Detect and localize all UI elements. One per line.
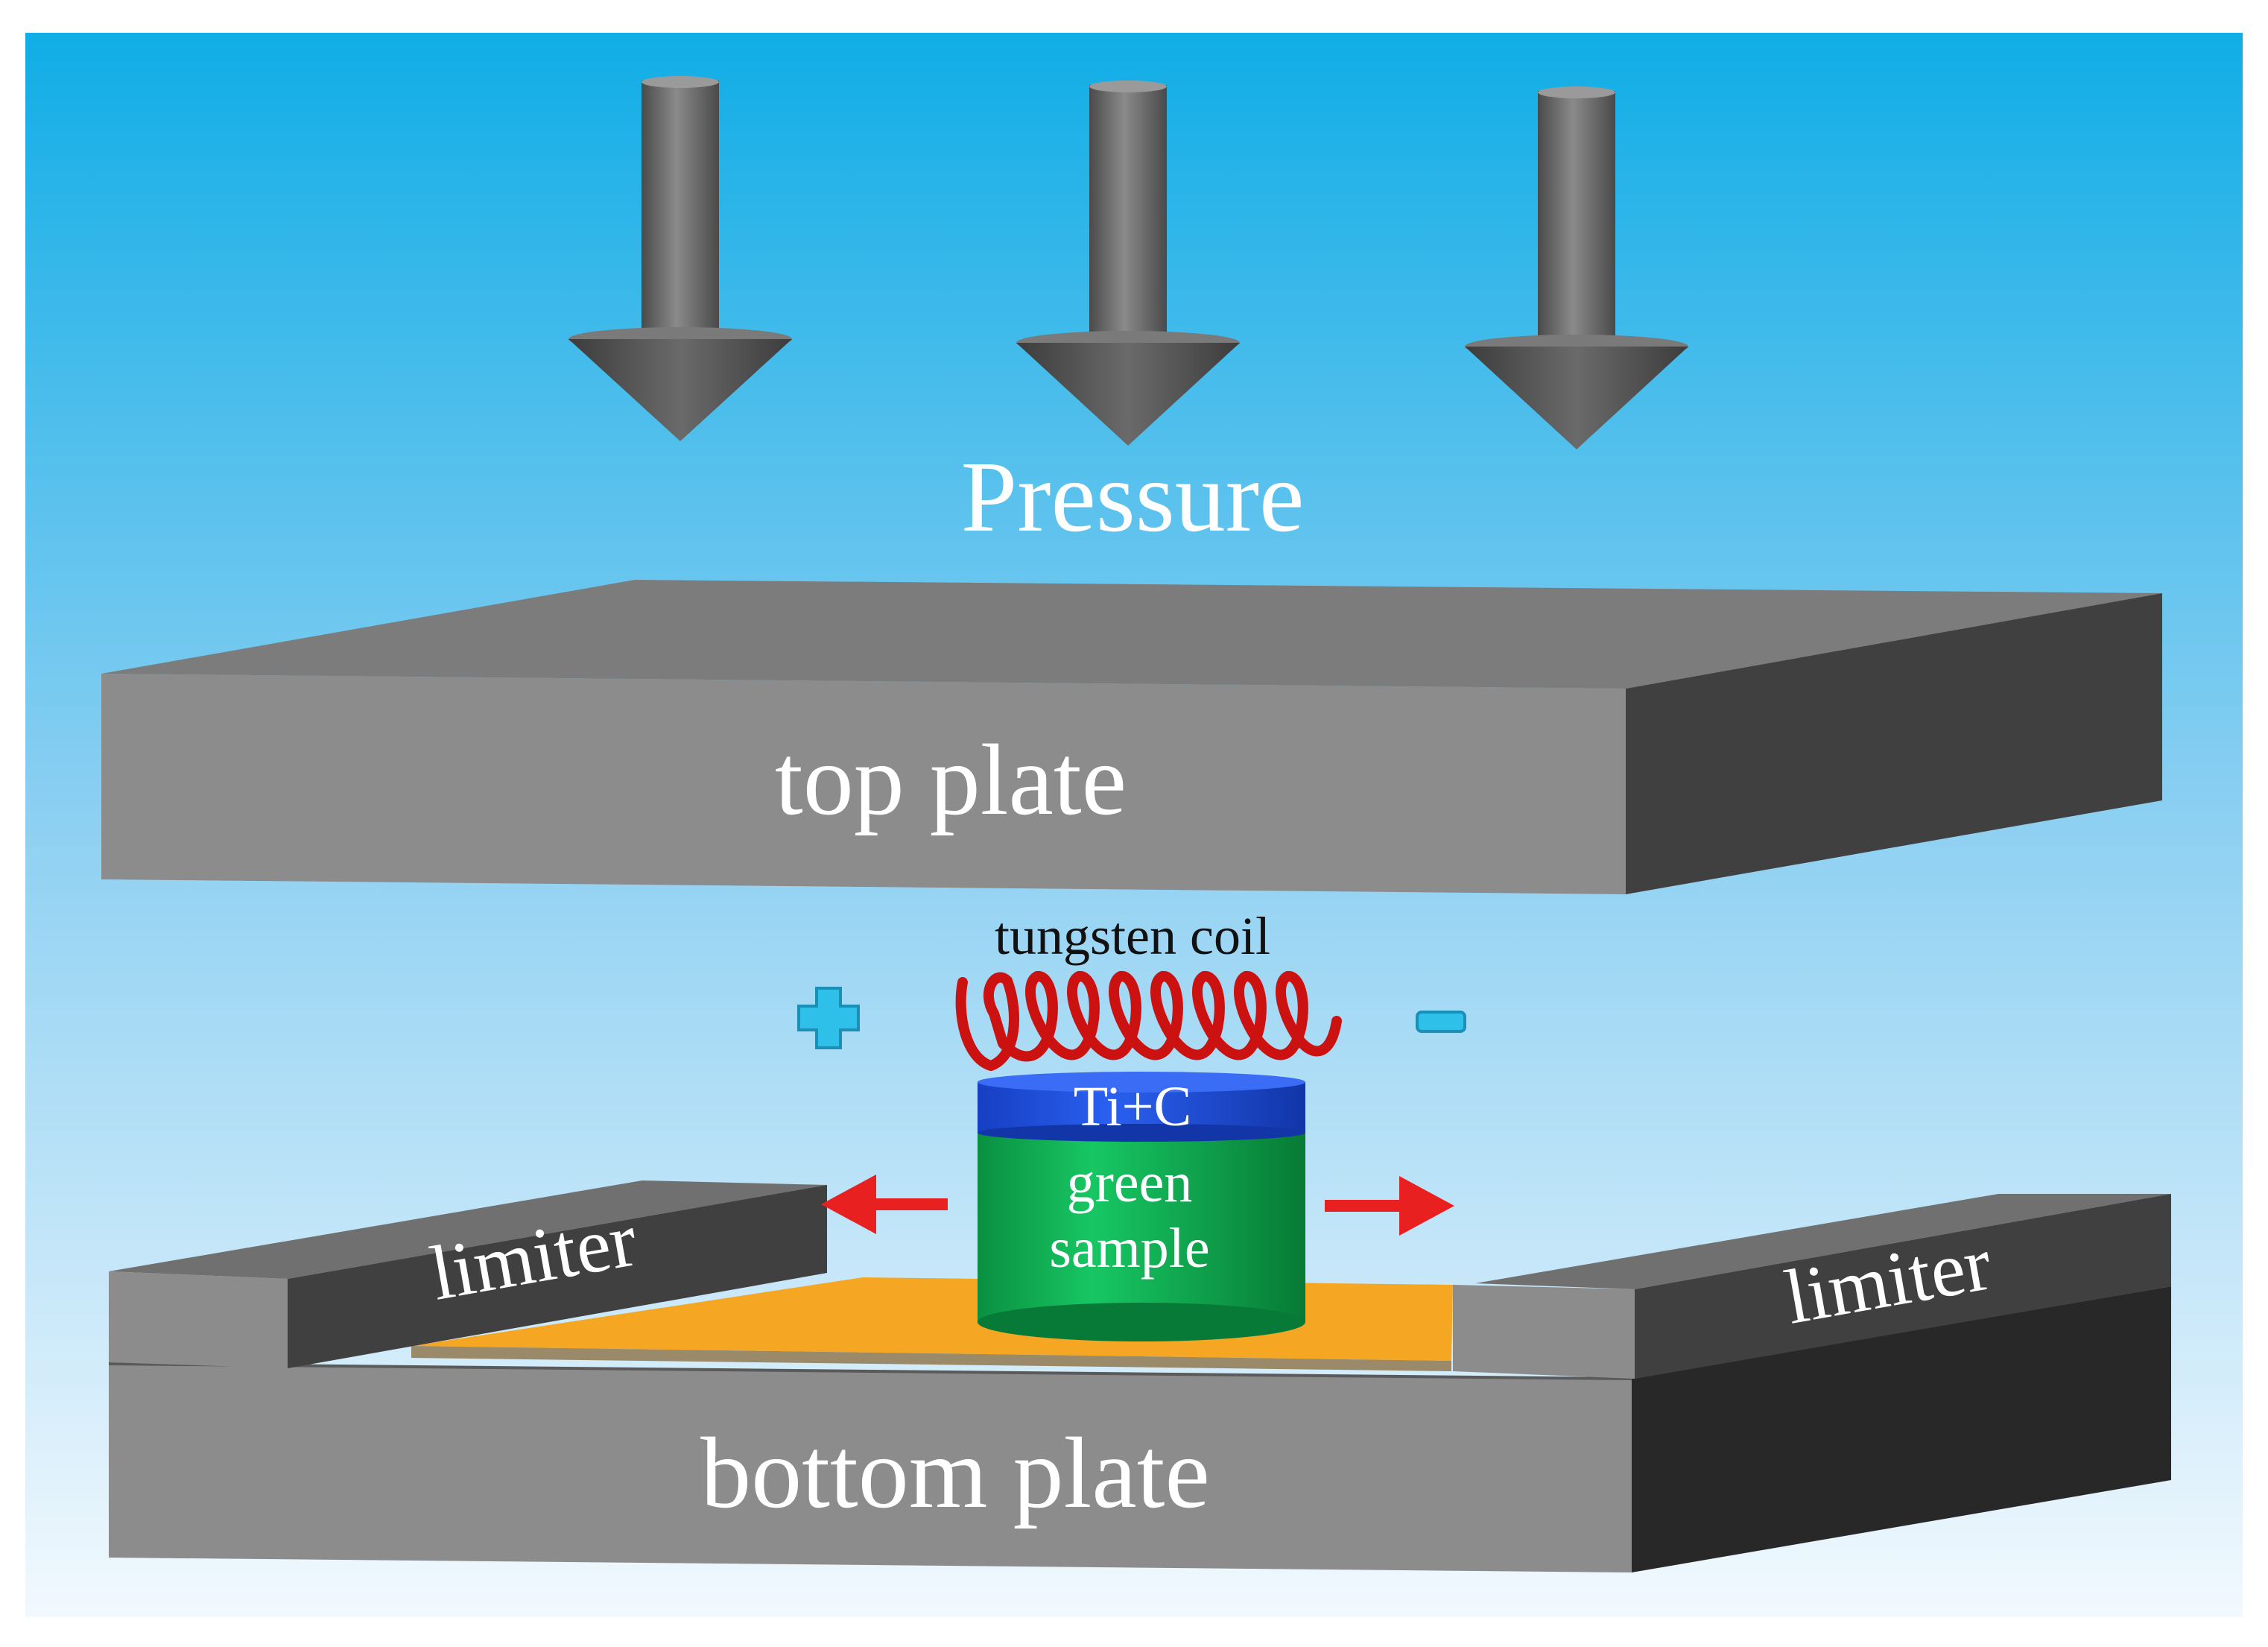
top-plate-label: top plate bbox=[775, 724, 1127, 836]
limiter-right-top-face bbox=[1475, 1194, 2171, 1289]
ti-c-label: Ti+C bbox=[1074, 1075, 1191, 1138]
green-sample-label-line2: sample bbox=[1049, 1217, 1209, 1280]
top-plate-top-face bbox=[101, 580, 2162, 689]
ti-c-layer: Ti+C bbox=[978, 1072, 1305, 1142]
top-plate-front-face bbox=[101, 674, 1626, 894]
plus-icon: + bbox=[797, 987, 860, 1049]
limiter-left: limiter bbox=[109, 1180, 827, 1368]
pressure-label: Pressure bbox=[961, 441, 1305, 553]
bottom-plate-front-face bbox=[109, 1364, 1632, 1572]
limiter-right: limiter bbox=[1453, 1194, 2171, 1379]
limiter-right-front-face bbox=[1453, 1285, 1635, 1379]
green-sample: green sample bbox=[978, 1133, 1305, 1341]
green-sample-label-line1: green bbox=[1067, 1151, 1193, 1214]
limiter-left-top-face bbox=[109, 1180, 827, 1279]
down-arrow-icon bbox=[1465, 86, 1688, 449]
bottom-plate-label: bottom plate bbox=[700, 1417, 1210, 1529]
down-arrow-icon bbox=[1016, 80, 1240, 446]
red-arrow-icon bbox=[821, 1175, 948, 1234]
spread-arrow-right bbox=[1325, 1176, 1454, 1236]
top-plate: top plate bbox=[101, 580, 2162, 894]
pressure-arrow-3 bbox=[1465, 86, 1688, 449]
bottom-plate-side-face bbox=[1632, 1286, 2171, 1572]
red-arrow-icon bbox=[1325, 1176, 1454, 1236]
tungsten-coil-label: tungsten coil bbox=[995, 906, 1270, 966]
bottom-plate: bottom plate bbox=[108, 1286, 2171, 1572]
minus-icon: - bbox=[1416, 1011, 1466, 1033]
pressure-arrow-2 bbox=[1016, 80, 1240, 446]
limiter-left-front-face bbox=[109, 1271, 288, 1368]
limiter-left-slant-face bbox=[288, 1185, 827, 1368]
spread-arrow-left bbox=[821, 1175, 948, 1234]
tungsten-coil bbox=[955, 971, 1342, 1071]
top-plate-side-face bbox=[1626, 593, 2162, 894]
down-arrow-icon bbox=[568, 76, 792, 441]
pressure-arrow-1 bbox=[568, 76, 792, 441]
foil-shadow bbox=[411, 1346, 1451, 1371]
limiter-right-slant-face bbox=[1635, 1194, 2171, 1379]
